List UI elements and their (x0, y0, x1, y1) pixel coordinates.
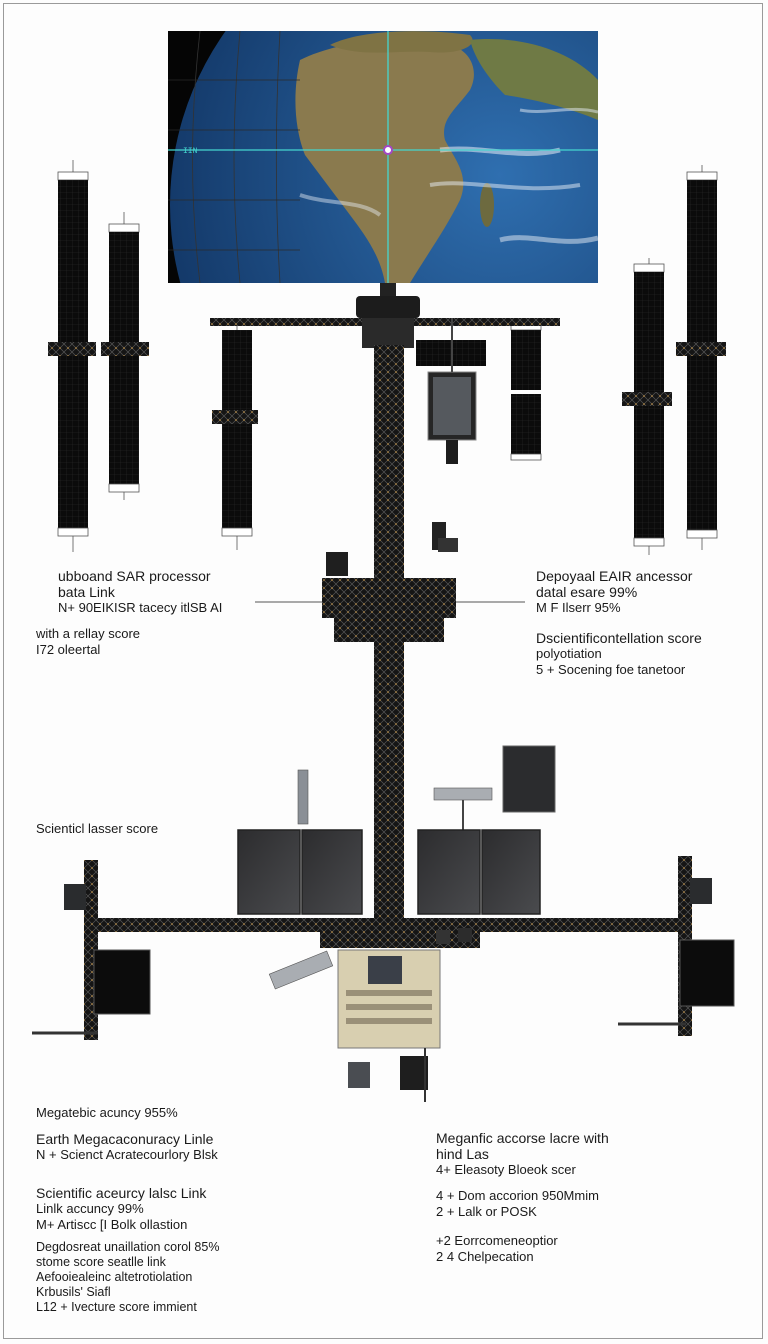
label-bottom-right-1: Meganfic accorse lacre with hind Las 4+ … (436, 1130, 609, 1178)
label-line: Megatebic acuncy 955% (36, 1105, 178, 1120)
label-line: bata Link (58, 584, 115, 600)
africa-landmass (295, 40, 474, 283)
label-bottom-left-1: Megatebic acuncy 955% (36, 1105, 178, 1121)
label-right-upper: Depoyaal EAIR ancessor datal esare 99% M… (536, 568, 692, 616)
label-left-laser: Scienticl lasser score (36, 821, 158, 837)
label-left-upper: ubboand SAR processor bata Link N+ 90EIK… (58, 568, 222, 616)
label-bottom-right-2: 4 + Dom accorion 950Mmim 2 + Lalk or POS… (436, 1188, 599, 1220)
label-line: M F Ilserr 95% (536, 600, 621, 615)
label-bottom-left-2: Earth Megacaconuracy Linle N + Scienct A… (36, 1131, 218, 1163)
label-line: L12 + Ivecture score immient (36, 1300, 197, 1314)
lower-payloads (297, 745, 556, 832)
bottom-module (268, 928, 472, 1102)
crosshair-tag: IIN (183, 147, 198, 156)
label-line: Depoyaal EAIR ancessor (536, 568, 693, 584)
solar-array-far-right (676, 165, 726, 550)
left-end-structure (32, 860, 151, 1040)
lower-panel-bank (237, 829, 541, 915)
solar-array-left (101, 212, 149, 500)
solar-array-inner-left (212, 320, 258, 550)
label-line: 5 + Socening foe tanetoor (536, 662, 686, 677)
label-left-relay: with a rellay score I72 oleertal (36, 626, 140, 658)
label-line: I72 oleertal (36, 642, 101, 657)
label-line: Degdosreat unaillation corol 85% (36, 1240, 220, 1254)
label-line: Meganfic accorse lacre with (436, 1130, 609, 1146)
label-line: 2 + Lalk or POSK (436, 1204, 537, 1219)
label-line: +2 Eorrcomeneoptior (436, 1233, 558, 1248)
label-line: 4 + Dom accorion 950Mmim (436, 1188, 599, 1203)
asia-landmass (470, 39, 598, 120)
crosshair-target-marker (383, 145, 393, 155)
label-bottom-left-3: Scientific aceurcy lalsc Link Linlk accu… (36, 1185, 206, 1233)
page-frame (3, 3, 763, 1339)
label-line: Scientific aceurcy lalsc Link (36, 1185, 207, 1201)
label-line: Linlk accuncy 99% (36, 1201, 144, 1216)
label-line: Scienticl lasser score (36, 821, 159, 836)
label-line: with a rellay score (36, 626, 141, 641)
madagascar (480, 183, 494, 227)
label-line: 2 4 Chelpecation (436, 1249, 534, 1264)
label-bottom-right-3: +2 Eorrcomeneoptior 2 4 Chelpecation (436, 1233, 558, 1265)
main-truss (88, 918, 688, 932)
label-line: N+ 90EIKISR tacecy itlSB AI (58, 600, 223, 615)
label-line: Krbusils' Siafl (36, 1285, 111, 1299)
label-line: N + Scienct Acratecourlory Blsk (36, 1147, 218, 1162)
solar-array-far-left (48, 160, 96, 552)
right-end-structure (618, 856, 735, 1036)
top-payload (416, 318, 486, 464)
label-line: Earth Megacaconuracy Linle (36, 1131, 214, 1147)
label-bottom-left-4: Degdosreat unaillation corol 85% stome s… (36, 1240, 219, 1315)
mid-module-cluster (255, 522, 525, 642)
truss-junction (320, 930, 480, 948)
label-line: 4+ Eleasoty Bloeok scer (436, 1162, 576, 1177)
label-line: ubboand SAR processor (58, 568, 211, 584)
label-line: datal esare 99% (536, 584, 638, 600)
label-line: hind Las (436, 1146, 489, 1162)
label-line: polyotiation (536, 646, 602, 661)
solar-array-right (622, 258, 672, 555)
label-line: stome score seatlle link (36, 1255, 166, 1269)
top-hub (356, 283, 420, 348)
label-line: Aefooiealeinc altetrotiolation (36, 1270, 193, 1284)
solar-array-inner-right (510, 323, 542, 461)
central-mast (374, 345, 404, 945)
europe-landmass (330, 31, 473, 53)
label-right-constellation: Dscientificontellation score polyotiatio… (536, 630, 702, 678)
earth-view: IIN (168, 31, 598, 283)
label-line: Dscientificontellation score (536, 630, 702, 646)
label-line: M+ Artiscc [I Bolk ollastion (36, 1217, 188, 1232)
